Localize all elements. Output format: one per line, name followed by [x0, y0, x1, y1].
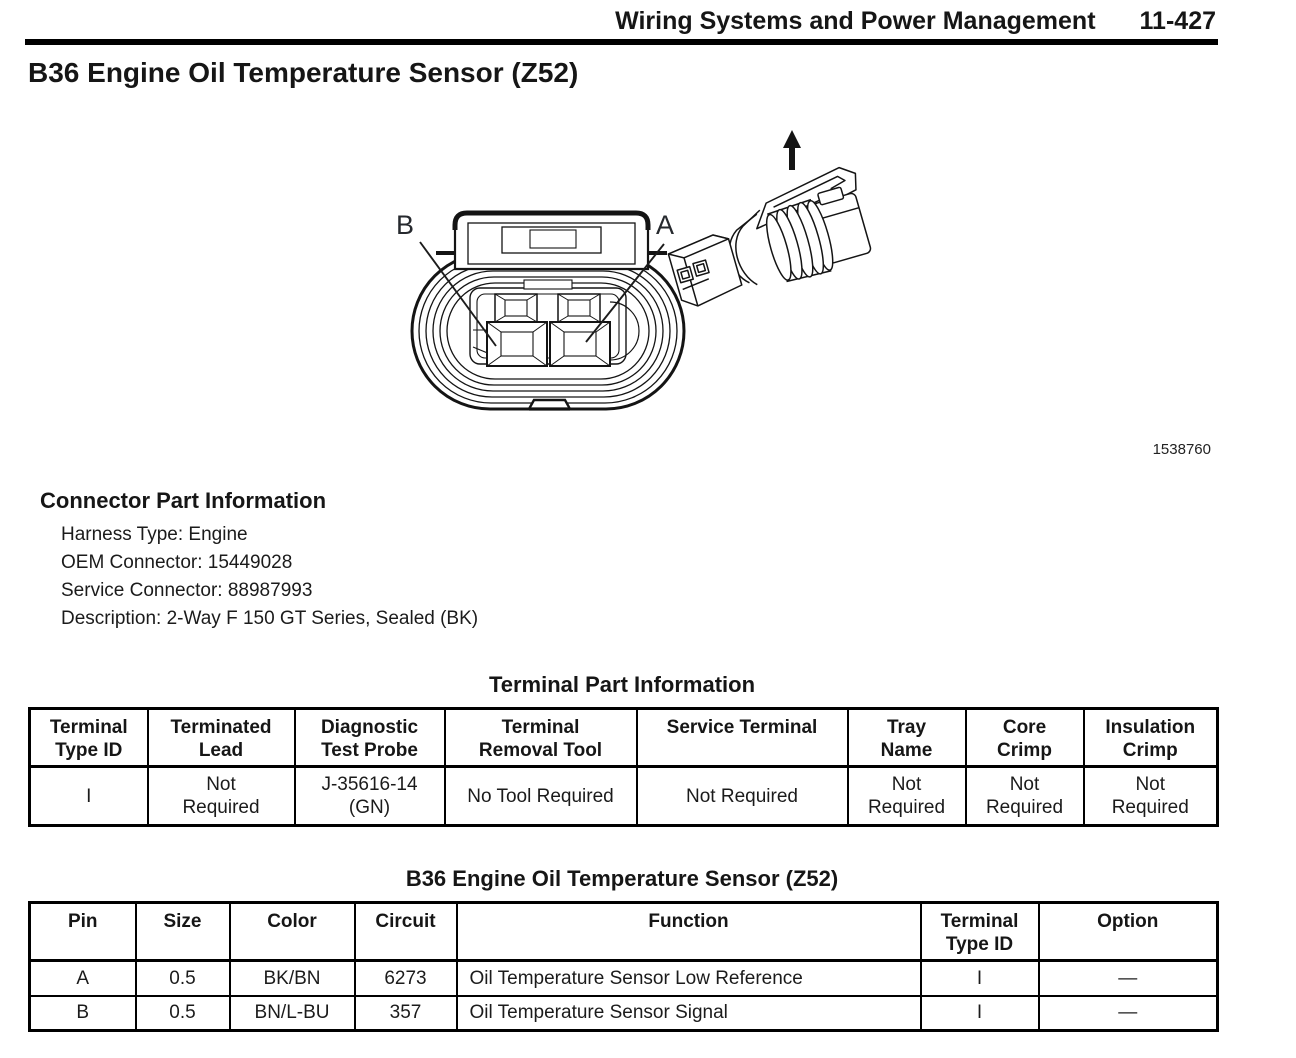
page-header: Wiring Systems and Power Management 11-4… — [0, 0, 1296, 34]
cell-pin: A — [28, 959, 137, 997]
connector-diagram: B A — [396, 130, 872, 411]
cell-insulation-crimp: Not Required — [1082, 765, 1219, 827]
col-pin: Pin — [28, 901, 137, 962]
service-connector-line: Service Connector: 88987993 — [61, 580, 313, 601]
col-size: Size — [134, 901, 231, 962]
pinout-header-row: Pin Size Color Circuit Function Terminal… — [28, 901, 1219, 962]
header-rule — [25, 39, 1218, 45]
col-option: Option — [1037, 901, 1219, 962]
harness-type-line: Harness Type: Engine — [61, 524, 248, 545]
col-tray-name: Tray Name — [846, 707, 967, 768]
terminal-table-title: Terminal Part Information — [488, 672, 756, 697]
cell-tray-name: Not Required — [846, 765, 967, 827]
cell-color: BN/L-BU — [228, 994, 356, 1032]
col-function: Function — [455, 901, 922, 962]
header-section-title: Wiring Systems and Power Management — [615, 7, 1096, 35]
terminal-a — [549, 293, 611, 367]
connector-front-view — [410, 210, 686, 411]
cell-pin: B — [28, 994, 137, 1032]
cell-function: Oil Temperature Sensor Low Reference — [455, 959, 922, 997]
cell-terminal-type-id: I — [919, 959, 1040, 997]
up-arrow-icon — [783, 130, 801, 170]
figure-number: 1538760 — [1152, 441, 1211, 458]
page-title: B36 Engine Oil Temperature Sensor (Z52) — [28, 57, 579, 88]
col-service-terminal: Service Terminal — [635, 707, 849, 768]
cell-terminated-lead: Not Required — [146, 765, 296, 827]
terminal-part-table: Terminal Type ID Terminated Lead Diagnos… — [28, 707, 1219, 827]
cell-circuit: 6273 — [353, 959, 458, 997]
col-terminated-lead: Terminated Lead — [146, 707, 296, 768]
connector-info-lines: Harness Type: Engine OEM Connector: 1544… — [61, 521, 1296, 633]
col-terminal-type-id: Terminal Type ID — [28, 707, 149, 768]
pinout-table-title: B36 Engine Oil Temperature Sensor (Z52) — [405, 866, 839, 891]
pinout-row-b: B 0.5 BN/L-BU 357 Oil Temperature Sensor… — [28, 994, 1219, 1032]
col-core-crimp: Core Crimp — [964, 707, 1085, 768]
col-terminal-type-id: Terminal Type ID — [919, 901, 1040, 962]
oem-connector-line: OEM Connector: 15449028 — [61, 552, 293, 573]
cell-size: 0.5 — [134, 994, 231, 1032]
cell-terminal-removal-tool: No Tool Required — [443, 765, 638, 827]
col-insulation-crimp: Insulation Crimp — [1082, 707, 1219, 768]
connector-info-heading: Connector Part Information — [40, 488, 327, 513]
cell-terminal-type-id: I — [28, 765, 149, 827]
pin-label-b: B — [396, 210, 414, 240]
description-line: Description: 2-Way F 150 GT Series, Seal… — [61, 608, 479, 629]
cell-terminal-type-id: I — [919, 994, 1040, 1032]
cell-diagnostic-test-probe: J-35616-14 (GN) — [293, 765, 446, 827]
pinout-table: Pin Size Color Circuit Function Terminal… — [28, 901, 1219, 1032]
cell-service-terminal: Not Required — [635, 765, 849, 827]
col-circuit: Circuit — [353, 901, 458, 962]
col-diagnostic-test-probe: Diagnostic Test Probe — [293, 707, 446, 768]
cell-circuit: 357 — [353, 994, 458, 1032]
terminal-table-row: I Not Required J-35616-14 (GN) No Tool R… — [28, 765, 1219, 827]
col-color: Color — [228, 901, 356, 962]
cell-color: BK/BN — [228, 959, 356, 997]
terminal-b — [486, 293, 548, 367]
lock-tower — [436, 210, 667, 271]
terminal-table-header-row: Terminal Type ID Terminated Lead Diagnos… — [28, 707, 1219, 768]
cell-option: — — [1037, 959, 1219, 997]
connector-3d-view — [667, 166, 872, 307]
pin-leaders — [419, 241, 665, 347]
header-page-number: 11-427 — [1139, 7, 1216, 35]
cell-function: Oil Temperature Sensor Signal — [455, 994, 922, 1032]
connector-figure: B A — [0, 88, 1296, 462]
cell-size: 0.5 — [134, 959, 231, 997]
pinout-row-a: A 0.5 BK/BN 6273 Oil Temperature Sensor … — [28, 959, 1219, 997]
col-terminal-removal-tool: Terminal Removal Tool — [443, 707, 638, 768]
pin-label-a: A — [656, 210, 674, 240]
cell-core-crimp: Not Required — [964, 765, 1085, 827]
cell-option: — — [1037, 994, 1219, 1032]
